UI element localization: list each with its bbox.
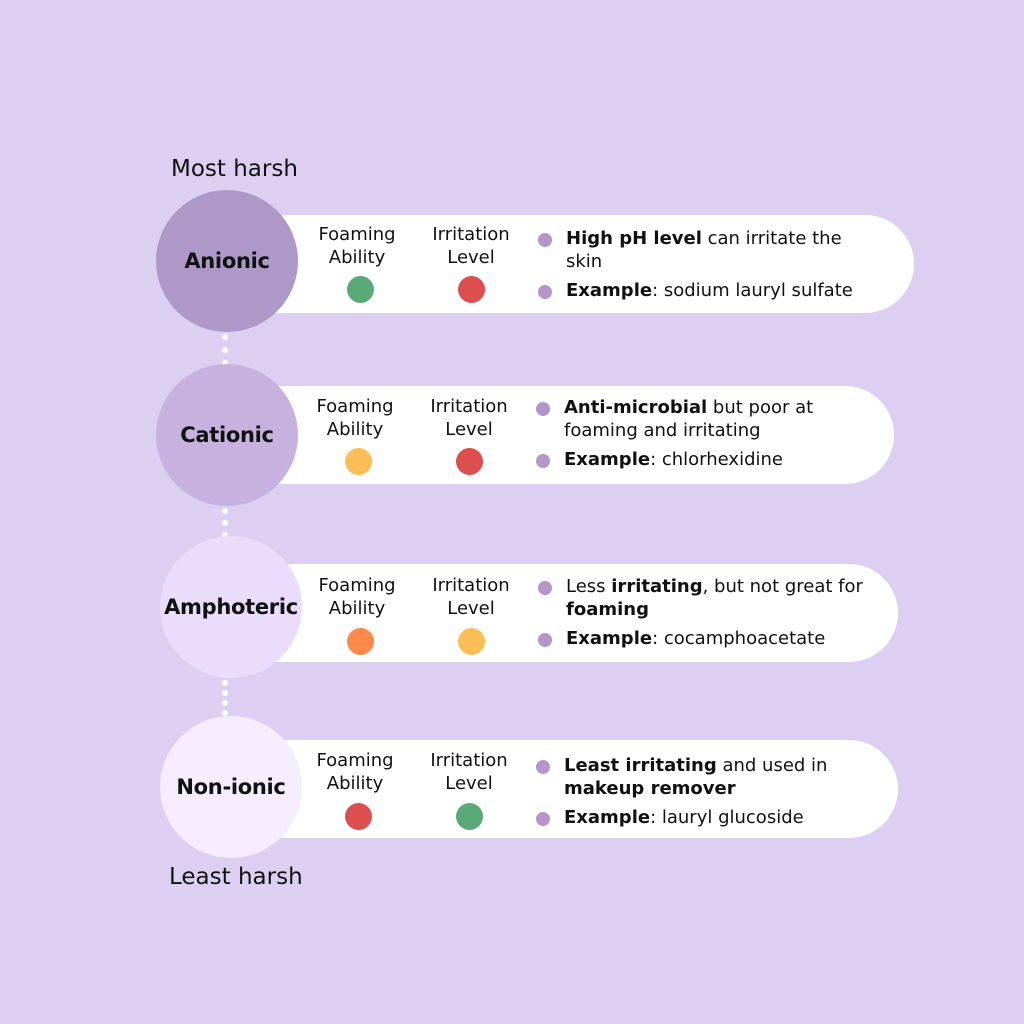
- surfactant-name: Cationic: [180, 423, 274, 447]
- irritation-header: Irritation Level: [430, 750, 508, 794]
- connector-3: [222, 680, 228, 716]
- foaming-header: Foaming Ability: [316, 750, 394, 794]
- connector-2: [222, 508, 228, 538]
- surfactant-row-cationic: Cationic Foaming Ability Irritation Leve…: [0, 364, 1024, 514]
- example-bullet: Example: sodium lauryl sulfate: [538, 279, 878, 302]
- foaming-header: Foaming Ability: [316, 396, 394, 440]
- irritation-header: Irritation Level: [432, 224, 510, 268]
- surfactant-circle: Anionic: [156, 190, 298, 332]
- foaming-header: Foaming Ability: [318, 575, 396, 619]
- description-bullet: High pH level can irritate the skin: [538, 227, 878, 273]
- description-bullet: Less irritating, but not great for foami…: [538, 575, 878, 621]
- irritation-rating-dot: [456, 803, 483, 830]
- connector-1: [222, 334, 228, 366]
- foaming-rating-dot: [347, 628, 374, 655]
- description-bullet: Anti-microbial but poor at foaming and i…: [536, 396, 876, 442]
- description-list: High pH level can irritate the skin Exam…: [538, 227, 878, 308]
- foaming-rating-dot: [345, 448, 372, 475]
- foaming-header: Foaming Ability: [318, 224, 396, 268]
- description-bullet: Least irritating and used in makeup remo…: [536, 754, 876, 800]
- surfactant-name: Anionic: [184, 249, 270, 273]
- description-list: Less irritating, but not great for foami…: [538, 575, 878, 656]
- surfactant-circle: Cationic: [156, 364, 298, 506]
- irritation-rating-dot: [458, 276, 485, 303]
- example-bullet: Example: lauryl glucoside: [536, 806, 876, 829]
- surfactant-name: Amphoteric: [164, 595, 298, 619]
- surfactant-name: Non-ionic: [176, 775, 286, 799]
- irritation-header: Irritation Level: [430, 396, 508, 440]
- example-bullet: Example: cocamphoacetate: [538, 627, 878, 650]
- example-bullet: Example: chlorhexidine: [536, 448, 876, 471]
- least-harsh-label: Least harsh: [169, 864, 303, 890]
- description-list: Anti-microbial but poor at foaming and i…: [536, 396, 876, 477]
- foaming-rating-dot: [345, 803, 372, 830]
- description-list: Least irritating and used in makeup remo…: [536, 754, 876, 835]
- surfactant-row-anionic: Anionic Foaming Ability Irritation Level…: [0, 190, 1024, 340]
- most-harsh-label: Most harsh: [171, 156, 298, 182]
- irritation-rating-dot: [458, 628, 485, 655]
- foaming-rating-dot: [347, 276, 374, 303]
- irritation-rating-dot: [456, 448, 483, 475]
- irritation-header: Irritation Level: [432, 575, 510, 619]
- surfactant-row-nonionic: Non-ionic Foaming Ability Irritation Lev…: [0, 716, 1024, 866]
- surfactant-row-amphoteric: Amphoteric Foaming Ability Irritation Le…: [0, 536, 1024, 686]
- surfactant-circle: Non-ionic: [160, 716, 302, 858]
- surfactant-circle: Amphoteric: [160, 536, 302, 678]
